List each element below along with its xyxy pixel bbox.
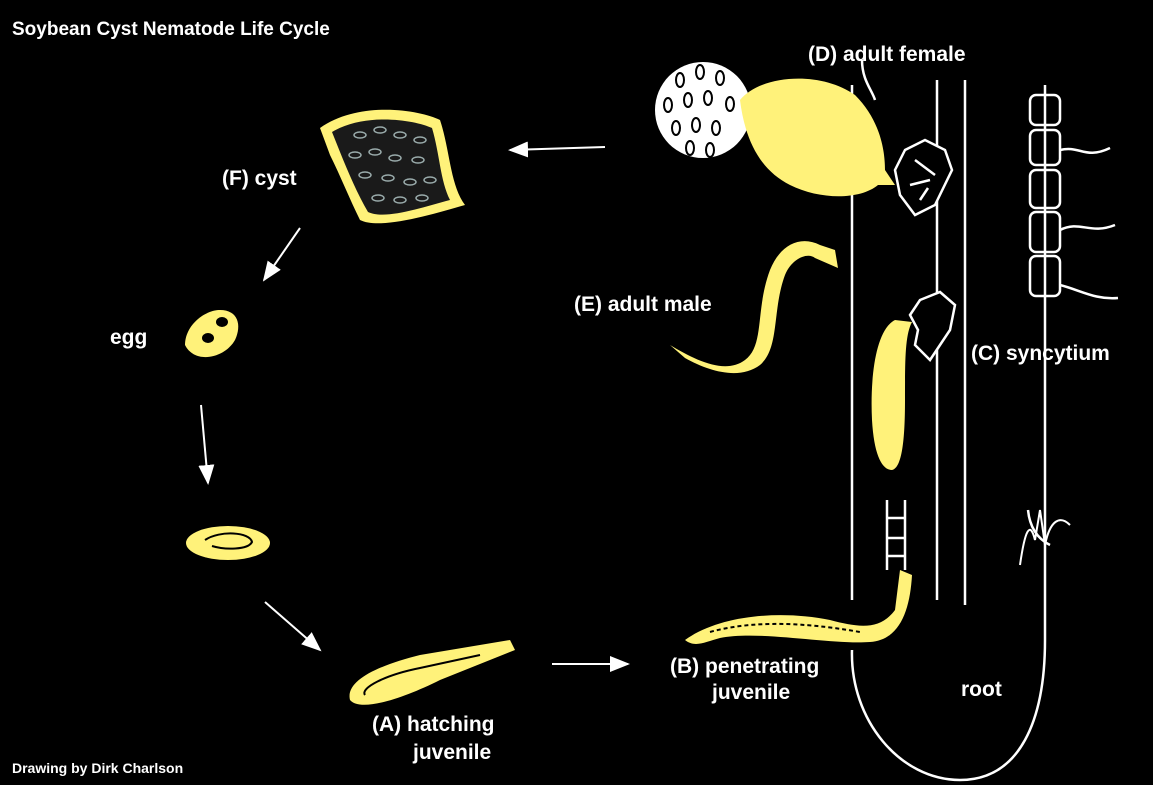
label-root: root: [961, 677, 1002, 703]
cyst-figure: [320, 110, 465, 224]
hatching-juvenile-figure: [350, 640, 515, 705]
label-cyst: (F) cyst: [222, 166, 297, 192]
label-penetrating-juvenile-line1: (B) penetrating: [670, 654, 819, 680]
cycle-arrows: [201, 147, 628, 664]
coiled-juvenile-figure: [186, 526, 270, 560]
label-adult-female: (D) adult female: [808, 42, 966, 68]
label-syncytium: (C) syncytium: [971, 341, 1110, 367]
penetrating-juvenile-figure: [685, 570, 912, 644]
egg-figure: [185, 310, 238, 357]
label-egg: egg: [110, 325, 147, 351]
artist-credit: Drawing by Dirk Charlson: [12, 760, 183, 776]
root-ladder: [887, 500, 905, 570]
adult-female-figure: [655, 62, 895, 196]
label-hatching-juvenile-line2: juvenile: [413, 740, 491, 766]
juvenile-in-root-figure: [872, 320, 912, 470]
label-penetrating-juvenile-line2: juvenile: [712, 680, 790, 706]
diagram-title: Soybean Cyst Nematode Life Cycle: [12, 19, 330, 41]
root-cells: [1028, 95, 1118, 545]
label-adult-male: (E) adult male: [574, 292, 712, 318]
label-hatching-juvenile-line1: (A) hatching: [372, 712, 494, 738]
